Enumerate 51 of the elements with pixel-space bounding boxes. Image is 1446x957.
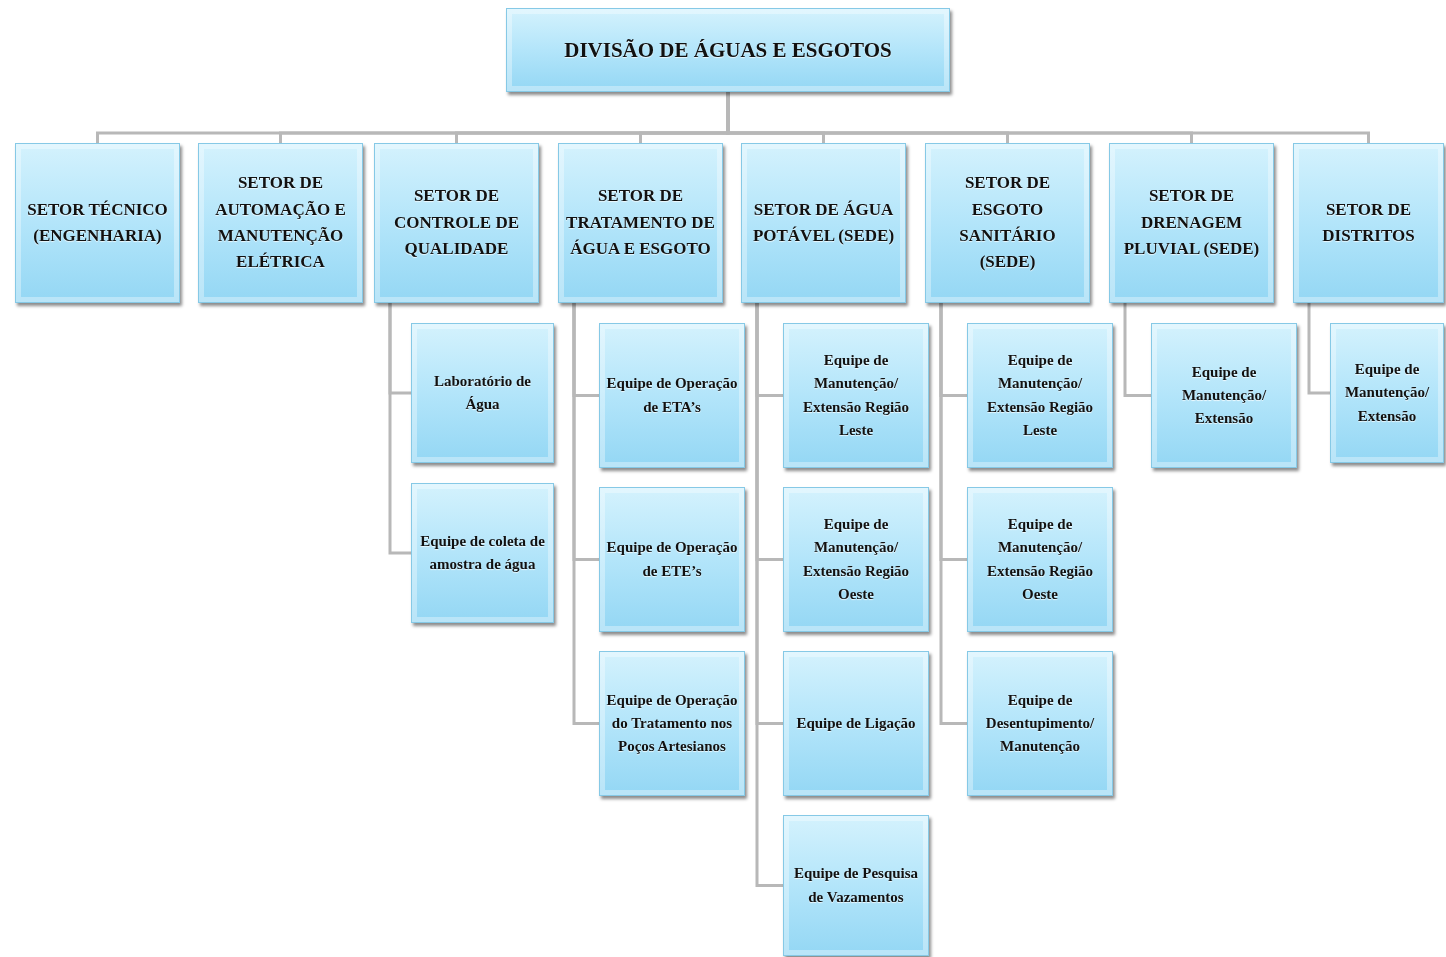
box-label: SETOR DE AUTOMAÇÃO E MANUTENÇÃO ELÉTRICA bbox=[214, 172, 347, 274]
connector-line bbox=[1123, 303, 1151, 397]
org-chart-box bbox=[783, 815, 929, 956]
box-label: Equipe de Desentupimento/ Manutenção bbox=[984, 690, 1096, 757]
box-label: Equipe de Manutenção/ Extensão Região Oeste bbox=[985, 515, 1095, 604]
box-label: SETOR DE DISTRITOS bbox=[1321, 198, 1416, 247]
org-chart-box bbox=[925, 143, 1090, 303]
connector-line bbox=[939, 303, 967, 725]
org-chart-box bbox=[15, 143, 180, 303]
org-chart-box bbox=[783, 651, 929, 796]
connector-line bbox=[572, 303, 599, 725]
box-label: SETOR DE TRATAMENTO DE ÁGUA E ESGOTO bbox=[565, 185, 716, 261]
org-chart-box bbox=[783, 487, 929, 632]
org-chart-box bbox=[967, 323, 1113, 468]
box-label: DIVISÃO DE ÁGUAS E ESGOTOS bbox=[564, 36, 892, 64]
org-chart-box bbox=[1293, 143, 1444, 303]
org-chart-box bbox=[741, 143, 906, 303]
box-label: Equipe de Operação de ETE’s bbox=[605, 538, 739, 581]
box-label: Equipe de Ligação bbox=[796, 713, 916, 733]
org-chart-box bbox=[967, 651, 1113, 796]
box-label: SETOR TÉCNICO (ENGENHARIA) bbox=[26, 198, 169, 247]
org-chart-box bbox=[1109, 143, 1274, 303]
org-chart-box bbox=[783, 323, 929, 468]
box-label: Equipe de Manutenção/ Extensão bbox=[1343, 360, 1431, 426]
box-label: Equipe de Pesquisa de Vazamentos bbox=[792, 864, 920, 907]
box-label: Equipe de Operação do Tratamento nos Poços Artesianos bbox=[605, 690, 739, 757]
connector-line bbox=[1307, 303, 1330, 395]
box-label: Equipe de coleta de amostra de água bbox=[419, 531, 546, 574]
box-label: SETOR DE DRENAGEM PLUVIAL (SEDE) bbox=[1122, 185, 1261, 261]
box-label: SETOR DE CONTROLE DE QUALIDADE bbox=[392, 185, 521, 261]
org-chart-box bbox=[558, 143, 723, 303]
org-chart-box bbox=[198, 143, 363, 303]
org-chart-box bbox=[411, 323, 554, 463]
org-chart-box bbox=[599, 651, 745, 796]
box-label: SETOR DE ESGOTO SANITÁRIO (SEDE) bbox=[958, 172, 1057, 274]
box-label: Laboratório de Água bbox=[432, 371, 533, 414]
box-label: SETOR DE ÁGUA POTÁVEL (SEDE) bbox=[751, 198, 896, 247]
org-chart-box bbox=[1330, 323, 1444, 463]
org-chart-box bbox=[1151, 323, 1297, 468]
connector-line bbox=[388, 303, 411, 555]
org-chart-box bbox=[599, 487, 745, 632]
box-label: Equipe de Manutenção/ Extensão Região Oeste bbox=[801, 515, 911, 604]
box-label: Equipe de Manutenção/ Extensão Região Leste bbox=[985, 351, 1095, 440]
box-label: Equipe de Manutenção/ Extensão bbox=[1180, 362, 1268, 429]
org-chart-box bbox=[374, 143, 539, 303]
org-chart-box bbox=[599, 323, 745, 468]
box-label: Equipe de Operação de ETA’s bbox=[605, 374, 739, 417]
org-chart-box bbox=[411, 483, 554, 623]
org-chart-box bbox=[506, 8, 950, 92]
box-label: Equipe de Manutenção/ Extensão Região Leste bbox=[801, 351, 911, 440]
org-chart-box bbox=[967, 487, 1113, 632]
